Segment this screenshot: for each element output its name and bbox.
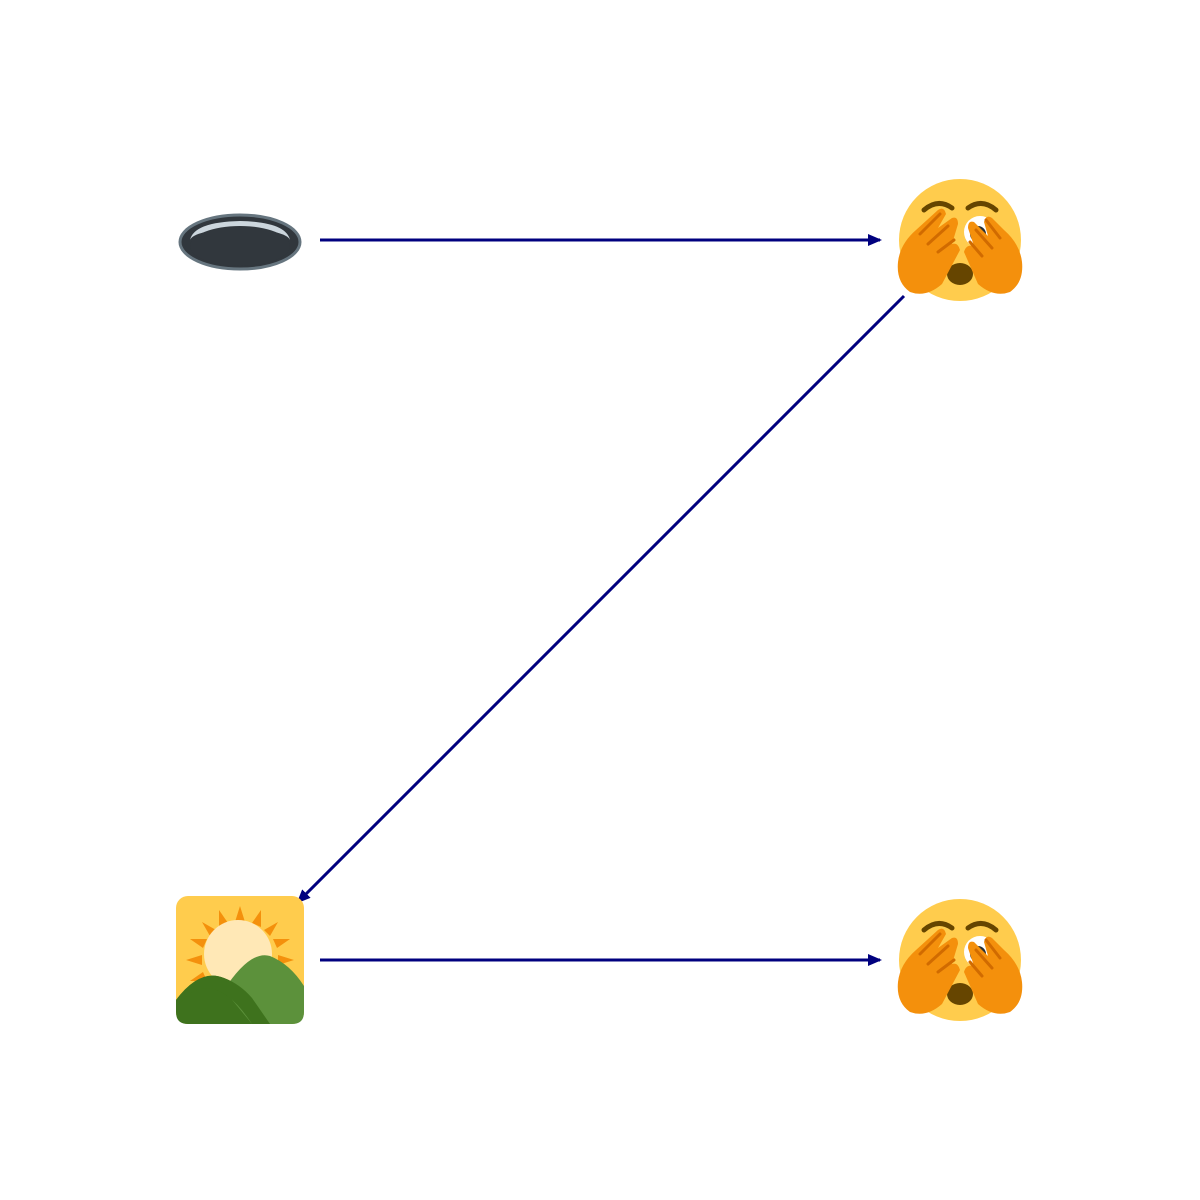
hole-icon [178, 213, 302, 271]
edge-peeking-face-top-to-sunrise [296, 294, 906, 904]
peeking-face-bottom-icon [897, 899, 1023, 1021]
sunrise-over-mountains-icon [176, 896, 304, 1024]
peeking-face-top-icon [897, 179, 1023, 301]
edges [296, 234, 906, 966]
